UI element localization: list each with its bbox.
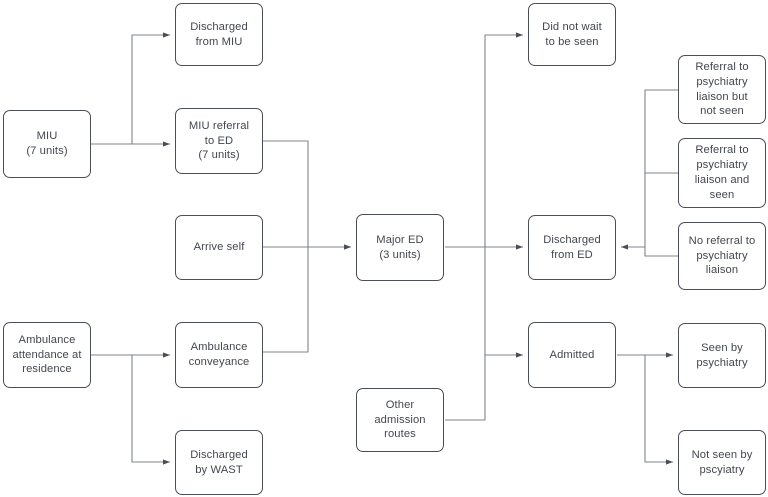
- edge-referral-not-seen-to-disch-ed: [621, 89, 678, 250]
- node-label-discharged-from-miu: Discharged from MIU: [190, 20, 248, 48]
- node-label-arrive-self: Arrive self: [193, 241, 245, 254]
- node-referral-and-seen[interactable]: Referral to psychiatry liaison and seen: [678, 138, 766, 208]
- node-label-major-ed: Major ED (3 units): [376, 233, 424, 261]
- node-miu[interactable]: MIU (7 units): [3, 110, 91, 178]
- node-ambulance-conveyance[interactable]: Ambulance conveyance: [175, 322, 263, 388]
- node-other-admission[interactable]: Other admission routes: [356, 388, 444, 452]
- node-admitted[interactable]: Admitted: [528, 322, 616, 388]
- node-label-discharged-by-wast: Discharged by WAST: [190, 448, 248, 476]
- node-major-ed[interactable]: Major ED (3 units): [356, 214, 444, 281]
- node-label-miu: MIU (7 units): [26, 130, 68, 157]
- edge-admitted-to-not-seen-by-psych: [644, 355, 673, 465]
- edge-conveyance-to-major-ed: [263, 247, 309, 353]
- edge-miu-to-discharged-miu: [91, 32, 170, 145]
- node-did-not-wait[interactable]: Did not wait to be seen: [528, 3, 616, 66]
- node-label-referral-not-seen: Referral to psychiatry liaison but not s…: [695, 60, 749, 118]
- node-label-seen-by-psychiatry: Seen by psychiatry: [696, 341, 748, 369]
- node-referral-not-seen[interactable]: Referral to psychiatry liaison but not s…: [678, 55, 766, 124]
- node-not-seen-by-psych[interactable]: Not seen by pscyiatry: [678, 430, 766, 495]
- node-seen-by-psychiatry[interactable]: Seen by psychiatry: [678, 323, 766, 388]
- node-label-no-referral: No referral to psychiatry liaison: [688, 234, 756, 277]
- node-label-ambulance-residence: Ambulance attendance at residence: [12, 333, 82, 376]
- node-label-discharged-from-ed: Discharged from ED: [543, 233, 601, 261]
- node-discharged-from-ed[interactable]: Discharged from ED: [528, 215, 616, 280]
- node-label-miu-referral-to-ed: MIU referral to ED (7 units): [188, 119, 250, 162]
- edge-major-ed-to-did-not-wait: [445, 32, 523, 248]
- node-label-referral-and-seen: Referral to psychiatry liaison and seen: [694, 144, 750, 201]
- node-label-did-not-wait: Did not wait to be seen: [542, 20, 602, 48]
- edge-other-admission-to-admitted: [445, 355, 486, 421]
- node-arrive-self[interactable]: Arrive self: [175, 215, 263, 280]
- edge-ambulance-res-to-wast: [91, 354, 170, 465]
- node-no-referral[interactable]: No referral to psychiatry liaison: [678, 222, 766, 290]
- node-label-ambulance-conveyance: Ambulance conveyance: [188, 341, 250, 368]
- node-ambulance-residence[interactable]: Ambulance attendance at residence: [3, 322, 91, 388]
- node-label-other-admission: Other admission routes: [374, 398, 426, 441]
- node-miu-referral-to-ed[interactable]: MIU referral to ED (7 units): [175, 108, 263, 174]
- edge-major-ed-to-admitted: [484, 247, 523, 358]
- node-label-admitted: Admitted: [549, 348, 595, 361]
- edge-referral-to-major-ed: [263, 140, 351, 250]
- edge-no-referral-to-disch-ed: [644, 247, 678, 257]
- node-label-not-seen-by-psych: Not seen by pscyiatry: [691, 448, 753, 476]
- node-discharged-by-wast[interactable]: Discharged by WAST: [175, 430, 263, 495]
- node-discharged-from-miu[interactable]: Discharged from MIU: [175, 3, 263, 66]
